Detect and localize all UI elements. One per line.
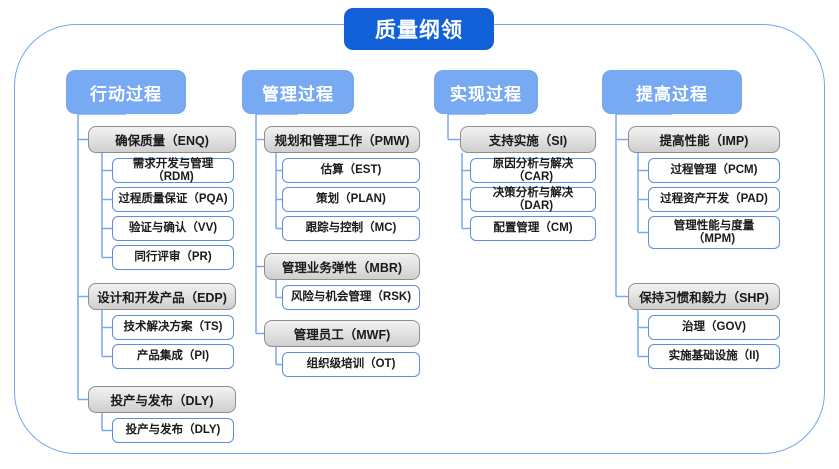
group-box-manage-2[interactable]: 管理员工（MWF) bbox=[264, 320, 420, 347]
group-box-label: 规划和管理工作（PMW) bbox=[274, 134, 410, 148]
leaf-box-action-0-1[interactable]: 过程质量保证（PQA) bbox=[112, 187, 234, 212]
leaf-box-manage-0-0[interactable]: 估算（EST) bbox=[282, 158, 420, 183]
leaf-box-label: 组织级培训（OT) bbox=[306, 358, 396, 371]
leaf-box-implement-0-1[interactable]: 决策分析与解决（DAR) bbox=[470, 187, 596, 212]
leaf-box-manage-1-0[interactable]: 风险与机会管理（RSK) bbox=[282, 285, 420, 310]
group-box-action-2[interactable]: 投产与发布（DLY) bbox=[88, 386, 236, 413]
group-box-label: 确保质量（ENQ) bbox=[115, 134, 209, 148]
leaf-box-manage-0-2[interactable]: 跟踪与控制（MC) bbox=[282, 216, 420, 241]
leaf-box-label: 技术解决方案（TS) bbox=[123, 321, 223, 334]
group-box-label: 管理员工（MWF) bbox=[293, 328, 391, 342]
column-header-improve[interactable]: 提高过程 bbox=[602, 70, 742, 114]
leaf-box-label: 原因分析与解决（CAR) bbox=[492, 157, 574, 183]
leaf-box-label: 投产与发布（DLY) bbox=[125, 424, 221, 437]
leaf-box-label: 验证与确认（VV) bbox=[128, 222, 218, 235]
group-box-implement-0[interactable]: 支持实施（SI) bbox=[460, 126, 596, 153]
group-box-label: 支持实施（SI) bbox=[488, 134, 568, 148]
leaf-box-improve-1-1[interactable]: 实施基础设施（II) bbox=[648, 344, 780, 369]
leaf-box-label: 需求开发与管理（RDM) bbox=[132, 157, 214, 183]
leaf-box-label: 策划（PLAN) bbox=[316, 193, 386, 206]
leaf-box-label: 估算（EST) bbox=[320, 164, 382, 177]
leaf-box-label: 跟踪与控制（MC) bbox=[305, 222, 397, 235]
leaf-box-label: 风险与机会管理（RSK) bbox=[290, 291, 412, 304]
group-box-improve-0[interactable]: 提高性能（IMP) bbox=[628, 126, 780, 153]
leaf-box-action-0-0[interactable]: 需求开发与管理（RDM) bbox=[112, 158, 234, 183]
leaf-box-label: 产品集成（PI) bbox=[136, 350, 210, 363]
group-box-improve-1[interactable]: 保持习惯和毅力（SHP) bbox=[628, 283, 780, 310]
leaf-box-label: 实施基础设施（II) bbox=[668, 350, 760, 363]
leaf-box-label: 管理性能与度量 （MPM) bbox=[673, 219, 755, 245]
leaf-box-label: 治理（GOV) bbox=[682, 321, 746, 334]
group-box-action-1[interactable]: 设计和开发产品（EDP) bbox=[88, 283, 236, 310]
leaf-box-label: 配置管理（CM) bbox=[493, 222, 573, 235]
leaf-box-implement-0-0[interactable]: 原因分析与解决（CAR) bbox=[470, 158, 596, 183]
group-box-label: 管理业务弹性（MBR) bbox=[281, 261, 403, 275]
leaf-box-manage-0-1[interactable]: 策划（PLAN) bbox=[282, 187, 420, 212]
group-box-label: 投产与发布（DLY) bbox=[110, 394, 214, 408]
leaf-box-label: 决策分析与解决（DAR) bbox=[492, 186, 574, 212]
leaf-box-label: 过程质量保证（PQA) bbox=[118, 193, 228, 206]
leaf-box-label: 同行评审（PR) bbox=[134, 251, 212, 264]
leaf-box-improve-1-0[interactable]: 治理（GOV) bbox=[648, 315, 780, 340]
column-header-action[interactable]: 行动过程 bbox=[66, 70, 186, 114]
leaf-box-improve-0-2[interactable]: 管理性能与度量 （MPM) bbox=[648, 216, 780, 249]
leaf-box-improve-0-0[interactable]: 过程管理（PCM) bbox=[648, 158, 780, 183]
leaf-box-improve-0-1[interactable]: 过程资产开发（PAD) bbox=[648, 187, 780, 212]
column-header-manage[interactable]: 管理过程 bbox=[242, 70, 354, 114]
column-header-implement[interactable]: 实现过程 bbox=[434, 70, 538, 114]
leaf-box-action-2-0[interactable]: 投产与发布（DLY) bbox=[112, 418, 234, 443]
leaf-box-action-1-0[interactable]: 技术解决方案（TS) bbox=[112, 315, 234, 340]
group-box-label: 保持习惯和毅力（SHP) bbox=[639, 291, 769, 305]
leaf-box-action-1-1[interactable]: 产品集成（PI) bbox=[112, 344, 234, 369]
leaf-box-label: 过程管理（PCM) bbox=[670, 164, 758, 177]
group-box-manage-1[interactable]: 管理业务弹性（MBR) bbox=[264, 253, 420, 280]
leaf-box-label: 过程资产开发（PAD) bbox=[660, 193, 768, 206]
leaf-box-manage-2-0[interactable]: 组织级培训（OT) bbox=[282, 352, 420, 377]
leaf-box-action-0-3[interactable]: 同行评审（PR) bbox=[112, 245, 234, 270]
group-box-label: 设计和开发产品（EDP) bbox=[97, 291, 227, 305]
leaf-box-implement-0-2[interactable]: 配置管理（CM) bbox=[470, 216, 596, 241]
group-box-action-0[interactable]: 确保质量（ENQ) bbox=[88, 126, 236, 153]
group-box-manage-0[interactable]: 规划和管理工作（PMW) bbox=[264, 126, 420, 153]
root-title: 质量纲领 bbox=[344, 8, 494, 50]
leaf-box-action-0-2[interactable]: 验证与确认（VV) bbox=[112, 216, 234, 241]
group-box-label: 提高性能（IMP) bbox=[659, 134, 749, 148]
